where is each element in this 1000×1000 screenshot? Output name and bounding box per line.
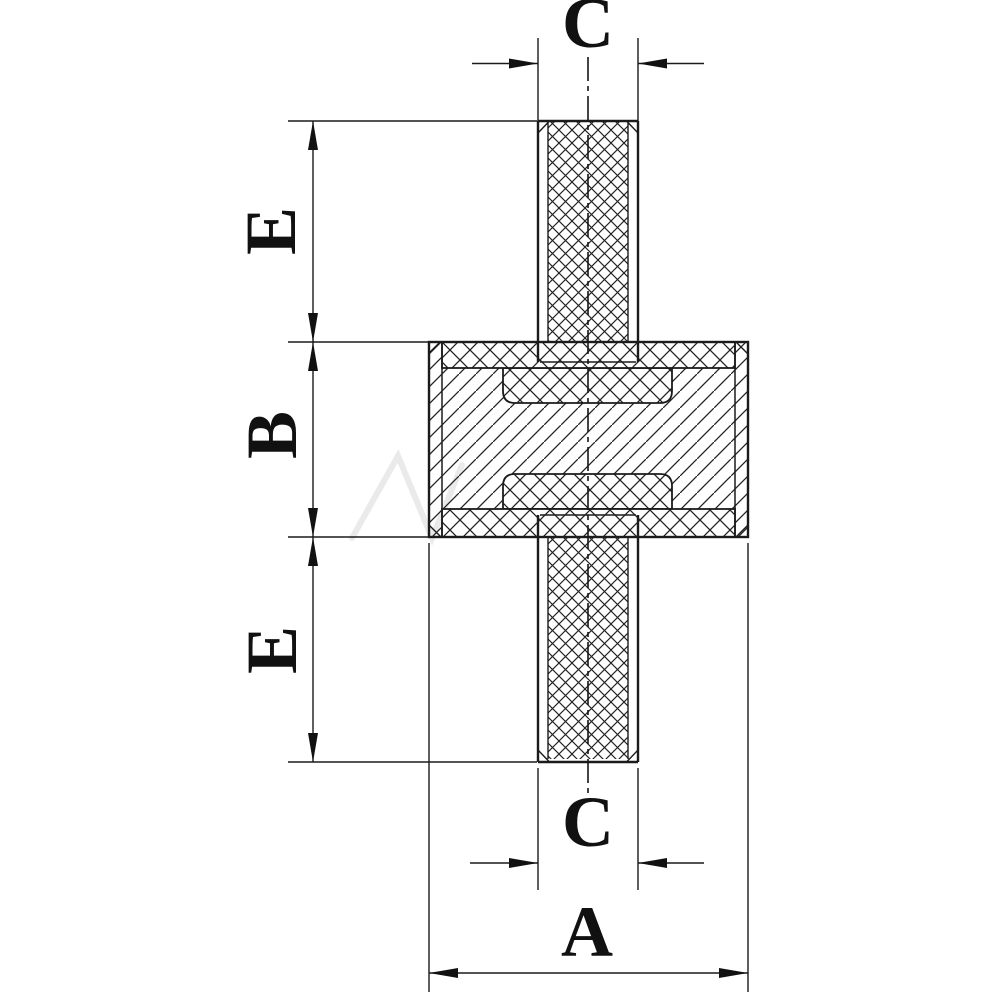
dimension-left-stack: E B E: [231, 120, 537, 763]
dimension-a: A: [428, 543, 749, 992]
arrowhead-left: [638, 58, 667, 69]
arrowhead-left: [638, 858, 667, 868]
arrowhead-right: [509, 858, 538, 868]
arrowhead-up: [308, 342, 318, 371]
arrowhead-up: [308, 537, 318, 566]
extension-lines-c-top: [537, 38, 639, 132]
dim-label-c-bottom: C: [562, 782, 614, 862]
extension-lines-a: [428, 543, 749, 992]
extension-lines-left: [288, 120, 537, 763]
dimension-c-top: C: [472, 0, 704, 132]
extension-lines-c-bottom: [537, 768, 639, 890]
dimension-c-bottom: C: [470, 768, 704, 890]
arrowhead-left: [429, 968, 458, 978]
arrowhead-right: [509, 58, 538, 69]
arrowhead-up: [308, 121, 318, 150]
arrowhead-right: [719, 968, 748, 978]
arrowhead-down: [308, 508, 318, 537]
dim-label-e-lower: E: [232, 626, 312, 674]
arrowhead-down: [308, 733, 318, 762]
arrowhead-down: [308, 313, 318, 342]
dim-label-c-top: C: [562, 0, 614, 63]
dim-label-b: B: [232, 411, 312, 459]
dim-label-e-upper: E: [231, 207, 311, 255]
dim-label-a: A: [561, 892, 613, 972]
